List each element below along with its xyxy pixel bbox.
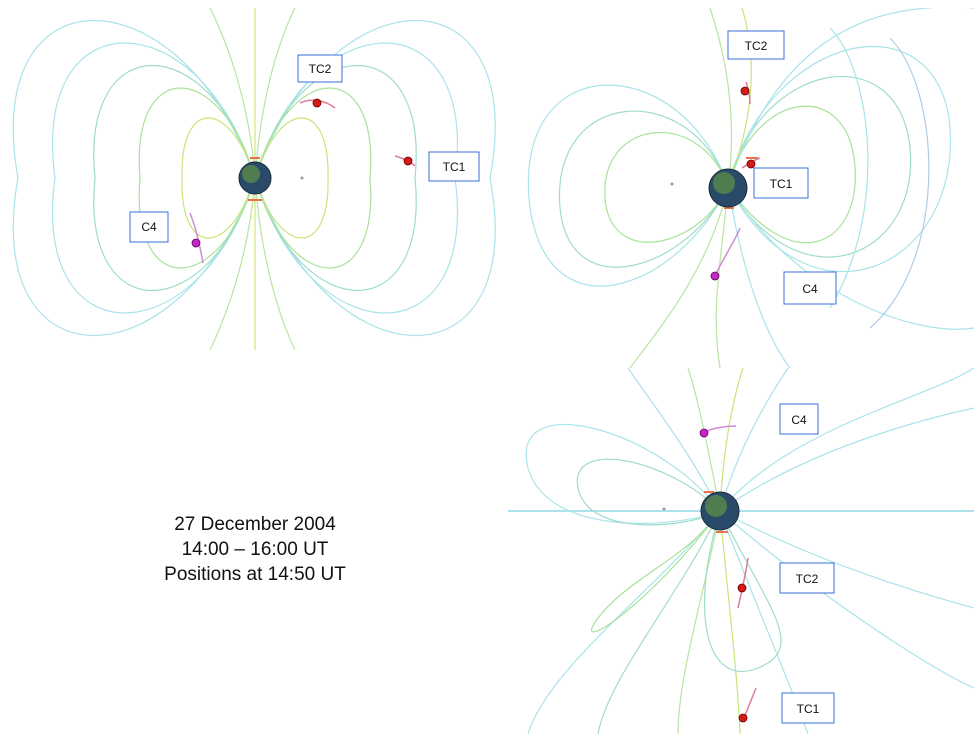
caption-interval: 14:00 – 16:00 UT <box>181 539 329 560</box>
spacecraft-tc2-marker <box>737 583 747 593</box>
spacecraft-c4-marker <box>191 238 201 248</box>
label-c4: C4 <box>779 403 819 435</box>
svg-text:C4: C4 <box>802 282 818 296</box>
spacecraft-c4-marker <box>699 428 709 438</box>
earth-globe-icon <box>238 161 272 195</box>
spacecraft-tc2-marker <box>312 98 322 108</box>
svg-text:TC2: TC2 <box>745 39 768 53</box>
label-tc2: TC2 <box>297 54 343 83</box>
earth-globe-icon <box>700 491 740 531</box>
svg-text:TC2: TC2 <box>796 572 819 586</box>
svg-text:TC1: TC1 <box>797 702 820 716</box>
svg-text:TC1: TC1 <box>770 177 793 191</box>
spacecraft-tc2-marker <box>740 86 750 96</box>
label-tc2: TC2 <box>727 30 785 60</box>
field-line-plot-top-right: TC2 TC1 C4 <box>527 8 974 368</box>
label-c4: C4 <box>129 211 169 243</box>
panel-bottom-right: C4 TC2 TC1 <box>508 368 974 734</box>
caption-date: 27 December 2004 <box>174 514 336 535</box>
field-line-plot-bottom-right: C4 TC2 TC1 <box>508 368 974 734</box>
panel-top-right: TC2 TC1 C4 <box>510 8 974 368</box>
spacecraft-tc1-marker <box>738 713 748 723</box>
label-c4: C4 <box>783 271 837 305</box>
label-tc1: TC1 <box>781 692 835 724</box>
svg-text:C4: C4 <box>141 220 157 234</box>
svg-text:TC1: TC1 <box>443 160 466 174</box>
earth-globe-icon <box>708 168 748 208</box>
label-tc1: TC1 <box>753 167 809 199</box>
label-tc1: TC1 <box>428 151 480 182</box>
panel-top-left: TC2 TC1 C4 <box>10 8 498 350</box>
field-line-plot-top-left: TC2 TC1 C4 <box>12 8 496 350</box>
caption-block: 27 December 2004 14:00 – 16:00 UT Positi… <box>130 512 380 587</box>
spacecraft-tc1-marker <box>403 156 413 166</box>
spacecraft-tc1-marker <box>746 159 756 169</box>
label-tc2: TC2 <box>779 562 835 594</box>
svg-text:C4: C4 <box>791 413 807 427</box>
caption-positions: Positions at 14:50 UT <box>164 564 346 585</box>
spacecraft-c4-marker <box>710 271 720 281</box>
svg-text:TC2: TC2 <box>309 62 332 76</box>
